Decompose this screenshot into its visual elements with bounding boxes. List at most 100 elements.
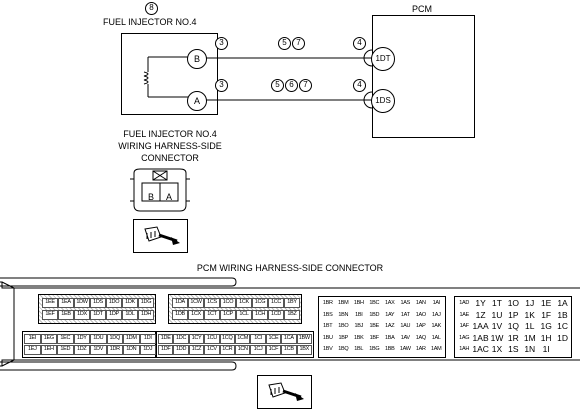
pin-cell: 1R [507, 332, 519, 343]
pin-cell: 1Y [475, 298, 486, 308]
wire-top-left-code: 3 [215, 37, 228, 50]
pin-cell: 1AJ [431, 311, 441, 318]
pin-cell: 1AL [431, 334, 441, 341]
pin-cell: 1V [491, 321, 503, 331]
pin-cell: 1AB [472, 332, 489, 343]
pin-cell: 1AI [432, 300, 441, 306]
injector-pin-b: B [187, 49, 207, 69]
pin-cell: 1DG [138, 298, 154, 308]
pin-cell: 1U [491, 309, 503, 320]
pin-cell: 1AT [400, 311, 410, 318]
pin-cell: 1DC [173, 334, 189, 344]
wire-bottom-left-code: 3 [215, 79, 228, 92]
pin-cell: 1CK [236, 298, 252, 308]
pin-cell: 1DO [106, 298, 122, 308]
pin-cell: 1C [557, 321, 568, 331]
pin-cell: 1D [557, 332, 568, 343]
pin-cell: 1DB [172, 310, 188, 320]
pin-cell: 1BU [322, 334, 333, 341]
pin-cell: 1E [540, 298, 552, 308]
wire-top-right-code: 4 [353, 37, 366, 50]
pin-cell: 1BF [369, 334, 379, 341]
pin-cell: 1DI [139, 334, 156, 344]
pin-cell: 1EE [42, 298, 58, 308]
pin-cell: 1BY [284, 298, 300, 308]
pin-cell: 1DL [122, 310, 138, 320]
pin-cell: 1BN [338, 311, 349, 318]
pin-cell: 1BB [385, 346, 395, 352]
pin-cell: 1BA [385, 334, 395, 341]
pin-cell: 1EI [24, 334, 41, 344]
pin-cell: 1AR [415, 346, 426, 352]
pin-cell: 1AO [415, 311, 426, 318]
pin-cell: 1CA [281, 334, 297, 344]
pin-cell: 1AD [459, 300, 470, 306]
pin-cell: 1F [541, 309, 552, 320]
pin-cell: 1DM [123, 334, 140, 344]
pin-cell: 1BC [369, 300, 380, 306]
pin-cell: 1AS [400, 300, 411, 306]
pin-cell: 1EC [57, 334, 74, 344]
pin-cell: 1P [508, 309, 519, 320]
injector-caption-3: CONNECTOR [141, 153, 199, 163]
pin-cell [554, 344, 570, 356]
pin-cell: 1DS [90, 298, 106, 308]
injector-pin-a: A [187, 91, 207, 111]
pin-cell: 1B [557, 309, 568, 320]
pin-cell: 1K [524, 309, 535, 320]
pin-cell: 1AZ [385, 323, 395, 329]
pin-cell: 1BO [338, 323, 349, 329]
pin-cell: 1CL [236, 310, 252, 320]
pcm-connector-housing [0, 277, 580, 371]
pin-cell: 1DP [106, 310, 122, 320]
pin-cell: 1DY [73, 334, 90, 344]
pin-cell: 1AA [472, 321, 489, 331]
pin-cell: 1CY [188, 334, 205, 344]
pin-cell: 1M [523, 332, 536, 343]
pin-cell: 1J [525, 298, 535, 308]
injector-badge: 8 [145, 2, 158, 15]
pin-cell: 1CB [281, 345, 297, 355]
pin-cell: 1CS [204, 298, 220, 308]
pin-cell: 1DU [90, 334, 107, 344]
pin-cell: 1EB [58, 310, 74, 320]
pin-cell: 1AH [459, 346, 470, 352]
pin-cell: 1BD [369, 311, 380, 318]
injector-box [121, 33, 218, 115]
pin-cell: 1EH [40, 345, 57, 355]
pin-cell: 1DF [158, 345, 174, 355]
pin-cell: 1BP [338, 334, 349, 341]
pin-cell: 1AP [416, 323, 426, 329]
pin-cell: 1X [491, 344, 503, 354]
pin-cell: 1CD [268, 310, 284, 320]
pin-cell: 1BE [369, 323, 380, 329]
pin-cell: 1AF [459, 323, 469, 329]
pin-cell: 1AG [459, 334, 470, 341]
injector-caption-2: WIRING HARNESS-SIDE [118, 141, 222, 151]
pin-cell: 1DN [123, 345, 140, 355]
pin-cell: 1DD [173, 345, 189, 355]
probe-icon-bottom [257, 375, 312, 409]
pin-cell: 1BK [354, 334, 364, 341]
pin-cell: 1BS [323, 311, 333, 318]
pin-cell: 1Z [475, 309, 486, 320]
pin-cell: 1AC [472, 344, 489, 354]
pin-cell: 1CR [219, 345, 235, 355]
pin-cell: 1DK [122, 298, 138, 308]
pin-cell: 1CI [250, 334, 266, 344]
pin-cell: 1BX [296, 345, 312, 355]
pin-cell: 1CC [268, 298, 284, 308]
pin-cell: 1BJ [354, 323, 364, 329]
pcm-terminal-bottom: 1DS [371, 89, 395, 113]
